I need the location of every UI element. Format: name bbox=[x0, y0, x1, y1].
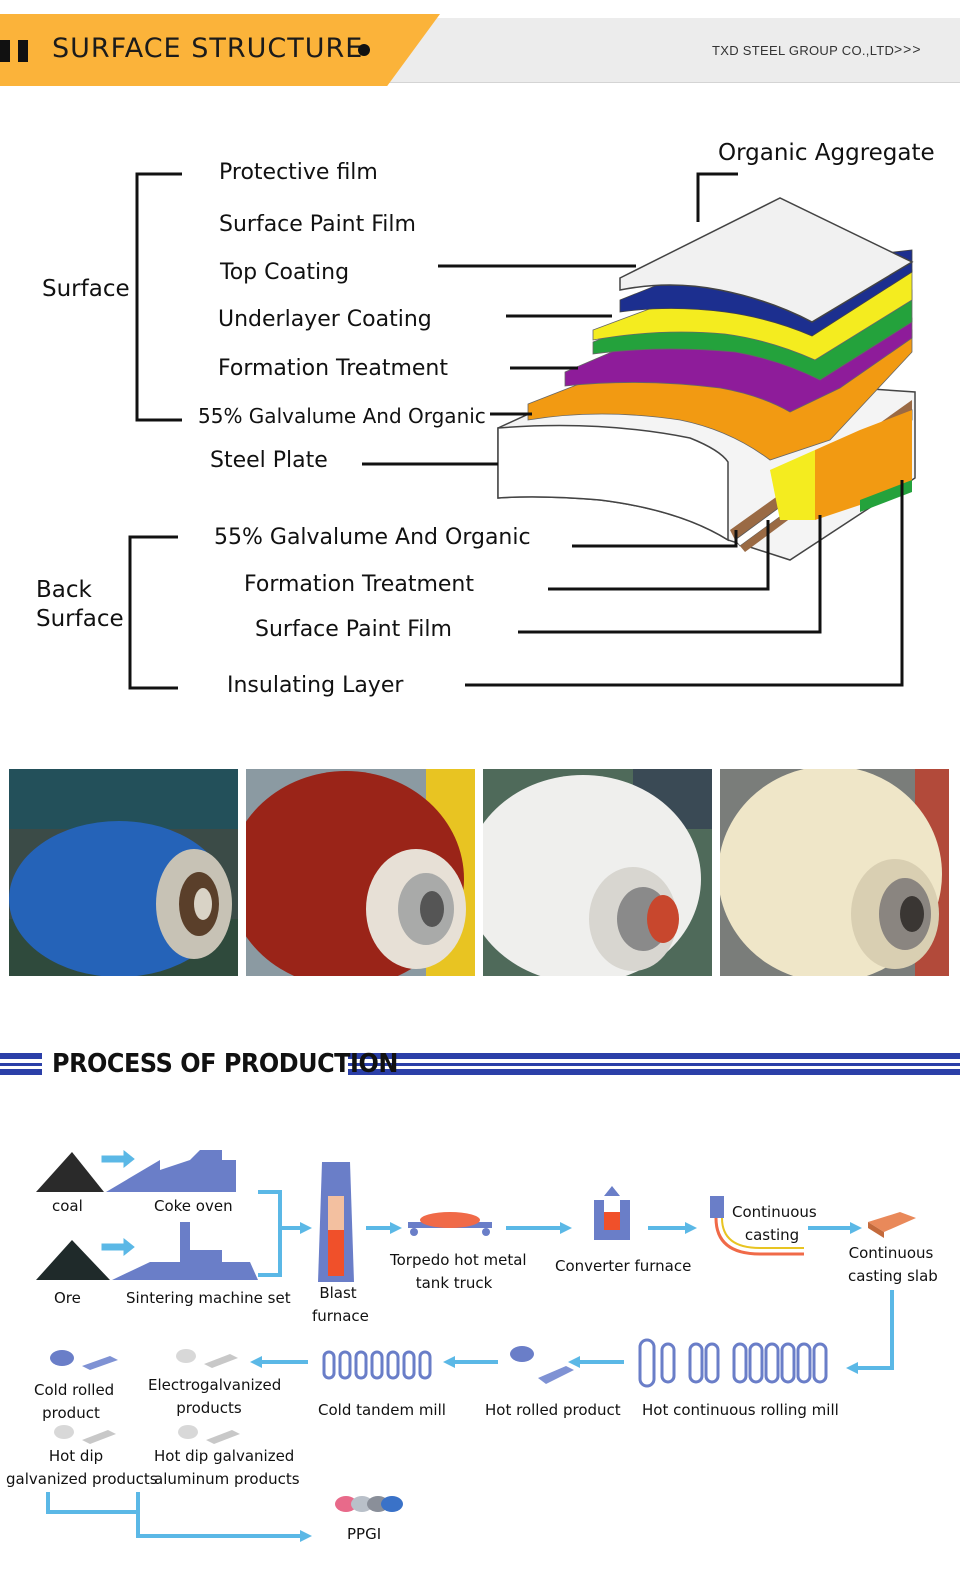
section-title: SURFACE STRUCTURE bbox=[52, 33, 364, 64]
torpedo-car-icon bbox=[408, 1212, 492, 1236]
hot-rolled-product-icon bbox=[510, 1346, 574, 1384]
step-coke-oven: Coke oven bbox=[154, 1197, 233, 1215]
step-cold-tandem: Cold tandem mill bbox=[318, 1401, 446, 1419]
red-coil-photo bbox=[246, 769, 475, 976]
layer-label: 55% Galvalume And Organic bbox=[198, 404, 486, 428]
cold-tandem-mill-icon bbox=[322, 1350, 432, 1380]
top-white-layer bbox=[619, 197, 914, 323]
surface-bracket bbox=[135, 172, 182, 422]
layer-label: Top Coating bbox=[220, 260, 350, 285]
hot-dip-icon bbox=[54, 1425, 116, 1444]
cold-rolled-icon bbox=[50, 1350, 118, 1370]
production-title: PROCESS OF PRODUCTION bbox=[52, 1049, 398, 1079]
layer-label: Insulating Layer bbox=[227, 673, 404, 698]
step-ppgi: PPGI bbox=[347, 1525, 382, 1543]
production-flow bbox=[36, 1149, 916, 1542]
layer-label: Underlayer Coating bbox=[218, 307, 432, 332]
ore-pile-icon bbox=[36, 1240, 110, 1280]
steel-plate-label: Steel Plate bbox=[210, 448, 328, 473]
electrogalvanized-icon bbox=[176, 1349, 238, 1368]
coke-oven-icon bbox=[106, 1150, 236, 1192]
sintering-icon bbox=[112, 1222, 258, 1280]
header-bar-icon bbox=[18, 40, 28, 62]
layer-label: Surface Paint Film bbox=[219, 212, 416, 237]
organic-aggregate-label: Organic Aggregate bbox=[718, 140, 935, 166]
layer-label: 55% Galvalume And Organic bbox=[214, 525, 531, 550]
leader-lines bbox=[362, 172, 904, 687]
back-surface-bracket bbox=[128, 535, 178, 690]
layer-label: Formation Treatment bbox=[218, 356, 448, 381]
side-layers bbox=[730, 400, 913, 552]
company-name: TXD STEEL GROUP CO.,LTD bbox=[712, 43, 895, 58]
white-coil-photo bbox=[483, 769, 712, 976]
step-hot-rolled: Hot rolled product bbox=[485, 1401, 621, 1419]
step-sintering: Sintering machine set bbox=[126, 1289, 291, 1307]
step-converter: Converter furnace bbox=[555, 1257, 692, 1275]
cream-coil-photo bbox=[720, 769, 949, 976]
continuous-casting-icon bbox=[710, 1196, 804, 1256]
ppgi-icon bbox=[335, 1496, 403, 1512]
production-title-rules bbox=[0, 1053, 960, 1075]
bullet-icon bbox=[358, 44, 370, 56]
step-hot-rolling-mill: Hot continuous rolling mill bbox=[642, 1401, 839, 1419]
header-bar-icon bbox=[0, 40, 10, 62]
hot-rolling-mill-icon bbox=[638, 1338, 828, 1388]
converter-icon bbox=[594, 1186, 630, 1240]
hot-dip-al-icon bbox=[178, 1425, 240, 1444]
back-group-label-2: Surface bbox=[36, 606, 124, 632]
step-coal: coal bbox=[52, 1197, 83, 1215]
blast-furnace-icon bbox=[318, 1162, 354, 1282]
layer-label: Surface Paint Film bbox=[255, 617, 452, 642]
blue-coil-photo bbox=[9, 769, 238, 976]
step-ore: Ore bbox=[54, 1289, 81, 1307]
back-group-label-1: Back bbox=[36, 577, 92, 603]
casting-slab-icon bbox=[868, 1212, 916, 1232]
layer-label: Protective film bbox=[219, 160, 378, 185]
layer-label: Formation Treatment bbox=[244, 572, 474, 597]
coal-pile-icon bbox=[36, 1152, 104, 1192]
more-arrows-link[interactable]: >>> bbox=[894, 41, 922, 57]
layer-diagram bbox=[128, 172, 916, 690]
surface-group-label: Surface bbox=[42, 276, 130, 302]
